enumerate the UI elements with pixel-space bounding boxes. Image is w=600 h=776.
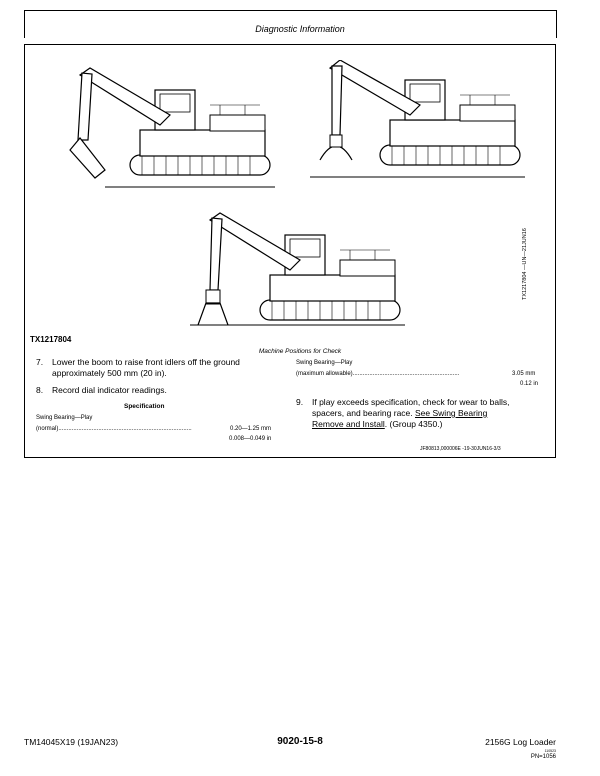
step-9-number: 9.: [296, 397, 304, 407]
spec-left-dots: ........................................…: [58, 426, 192, 432]
footer-pn: PN=1056: [530, 754, 556, 760]
spec-right-label2: (maximum allowable).....................…: [296, 370, 506, 378]
step-7-line1: Lower the boom to raise front idlers off…: [52, 357, 240, 367]
step-9-line1: If play exceeds specification, check for…: [312, 397, 510, 407]
spec-right-value-mm: 3.05 mm: [512, 371, 536, 377]
header-title: Diagnostic Information: [255, 24, 345, 34]
spec-left-value-in: 0.008—0.049 in: [229, 436, 272, 442]
figure-id: TX1217804: [30, 335, 72, 344]
step-7-number: 7.: [36, 357, 44, 367]
spec-right-dots: ........................................…: [352, 371, 460, 377]
spec-left-value-mm: 0.20—1.25 mm: [230, 426, 272, 432]
spec-right-value-in: 0.12 in: [520, 381, 539, 387]
step-9-line3: Remove and Install. (Group 4350.): [312, 419, 442, 429]
step-9-line2: spacers, and bearing race. See Swing Bea…: [312, 408, 487, 418]
footer-product: 2156G Log Loader: [485, 737, 556, 747]
spec-right-label2-text: (maximum allowable): [296, 371, 353, 377]
machine-positions-illustration: [69, 60, 525, 326]
spec-left-label1: Swing Bearing—Play: [36, 415, 93, 421]
step-8-text: Record dial indicator readings.: [52, 385, 167, 395]
header-left-rule: [24, 10, 25, 38]
figure-code: TX1217804 —UN—21JUN16: [522, 228, 528, 300]
figure-caption: Machine Positions for Check: [258, 348, 342, 355]
remove-and-install-link[interactable]: Remove and Install: [312, 419, 385, 429]
footer-manual-id: TM14045X19 (19JAN23): [24, 737, 119, 747]
content-box: [24, 44, 556, 458]
header-right-rule: [556, 10, 557, 38]
footer-page-number: 9020-15-8: [277, 736, 323, 747]
step-9-line3-text: . (Group 4350.): [384, 419, 443, 429]
footer-code: 110523: [544, 749, 556, 753]
spec-left-label2-text: (normal): [36, 426, 59, 432]
spec-right-label1: Swing Bearing—Play: [296, 360, 353, 366]
swing-bearing-link[interactable]: See Swing Bearing: [415, 408, 488, 418]
step-7-line2: approximately 500 mm (20 in).: [52, 368, 167, 378]
spec-left-label2: (normal)................................…: [36, 425, 236, 433]
step-8-number: 8.: [36, 385, 44, 395]
header-rule: [24, 10, 557, 11]
spec-heading: Specification: [124, 403, 165, 410]
box-reference-code: JF80813,000006E -19-30JUN16-3/3: [420, 446, 501, 452]
step-9-line2-text: spacers, and bearing race.: [312, 408, 416, 418]
